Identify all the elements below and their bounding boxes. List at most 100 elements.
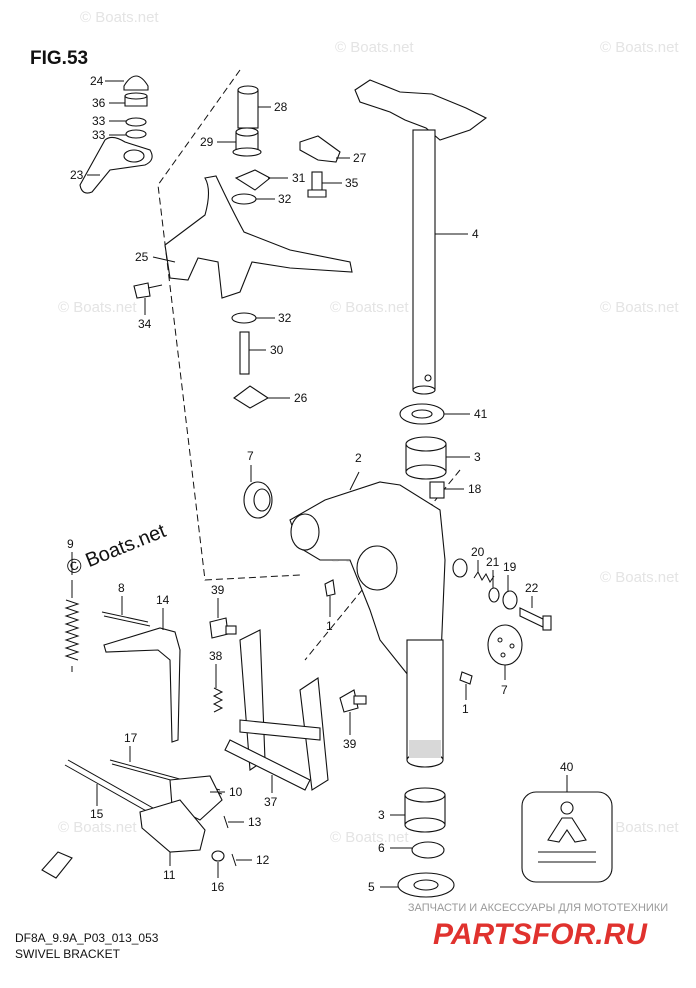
spring-38 bbox=[212, 687, 224, 713]
callout-21: 21 bbox=[486, 555, 500, 569]
callout-35: 35 bbox=[345, 176, 359, 190]
grommet-7b bbox=[487, 624, 523, 666]
bracket-37 bbox=[224, 629, 329, 791]
warning-label-40 bbox=[521, 791, 613, 883]
steering-shaft-4 bbox=[354, 79, 488, 395]
callout-18: 18 bbox=[468, 482, 482, 496]
callout-16: 16 bbox=[211, 880, 225, 894]
callout-4: 4 bbox=[472, 227, 479, 241]
bolt-39 bbox=[209, 617, 237, 639]
callout-22: 22 bbox=[525, 581, 539, 595]
nut-36 bbox=[124, 92, 148, 107]
bolt-35 bbox=[307, 171, 327, 198]
washer-16 bbox=[211, 850, 225, 862]
watermarks: © Boats.net © Boats.net © Boats.net © Bo… bbox=[58, 9, 679, 846]
watermark: © Boats.net bbox=[80, 9, 159, 26]
watermark: © Boats.net bbox=[335, 39, 414, 56]
callout-12: 12 bbox=[256, 853, 270, 867]
washer-21 bbox=[488, 587, 500, 603]
watermark: © Boats.net bbox=[58, 819, 137, 836]
bushing-28 bbox=[237, 85, 259, 129]
callout-29: 29 bbox=[200, 135, 214, 149]
figure-label: FIG.53 bbox=[30, 48, 88, 69]
callout-1b: 1 bbox=[462, 702, 469, 716]
bolt-1b bbox=[459, 671, 473, 685]
callout-34: 34 bbox=[138, 317, 152, 331]
callout-10: 10 bbox=[229, 785, 243, 799]
bolt-1 bbox=[324, 579, 336, 597]
pin-13 bbox=[223, 815, 229, 829]
watermark: © Boats.net bbox=[58, 299, 137, 316]
watermark: © Boats.net bbox=[600, 39, 679, 56]
nut-19 bbox=[502, 590, 518, 610]
callout-32b: 32 bbox=[278, 311, 292, 325]
callout-15: 15 bbox=[90, 807, 104, 821]
callout-19: 19 bbox=[503, 560, 517, 574]
callout-9: 9 bbox=[67, 537, 74, 551]
callout-3b: 3 bbox=[378, 808, 385, 822]
callout-37: 37 bbox=[264, 795, 278, 809]
swivel-bracket-2 bbox=[289, 481, 446, 768]
callout-39: 39 bbox=[211, 583, 225, 597]
washer-33 bbox=[125, 117, 147, 127]
callout-5: 5 bbox=[368, 880, 375, 894]
pin-8 bbox=[101, 611, 151, 627]
pin-12 bbox=[231, 853, 237, 867]
callout-27: 27 bbox=[353, 151, 367, 165]
callout-28: 28 bbox=[274, 100, 288, 114]
callout-39b: 39 bbox=[343, 737, 357, 751]
callout-24: 24 bbox=[90, 74, 104, 88]
spring-20 bbox=[473, 571, 495, 583]
callout-33b: 33 bbox=[92, 128, 106, 142]
watermark: © Boats.net bbox=[600, 819, 679, 836]
callout-20: 20 bbox=[471, 545, 485, 559]
callout-23: 23 bbox=[70, 168, 84, 182]
callout-26: 26 bbox=[294, 391, 308, 405]
lever-14 bbox=[103, 627, 181, 743]
diagram-title: SWIVEL BRACKET bbox=[15, 947, 121, 961]
pad-18 bbox=[429, 481, 445, 499]
callout-38: 38 bbox=[209, 649, 223, 663]
tilt-bracket-25 bbox=[164, 175, 353, 299]
bolt-39b bbox=[339, 689, 367, 713]
washer-5 bbox=[397, 872, 455, 898]
watermark: © Boats.net bbox=[330, 299, 409, 316]
callout-6: 6 bbox=[378, 841, 385, 855]
washer-33b bbox=[125, 129, 147, 139]
diagram-code: DF8A_9.9A_P03_013_053 bbox=[15, 931, 159, 945]
callout-1: 1 bbox=[326, 619, 333, 633]
brand-logo: PARTSFOR.RU bbox=[433, 918, 648, 951]
leader-lines bbox=[71, 80, 568, 888]
lever-23 bbox=[79, 136, 153, 194]
washer-6 bbox=[411, 841, 445, 859]
spring-9 bbox=[64, 580, 80, 672]
callout-2: 2 bbox=[355, 451, 362, 465]
callout-11: 11 bbox=[163, 868, 176, 882]
watermark: © Boats.net bbox=[600, 299, 679, 316]
callout-30: 30 bbox=[270, 343, 284, 357]
watermark: © Boats.net bbox=[330, 829, 409, 846]
callout-14: 14 bbox=[156, 593, 170, 607]
bushing-3 bbox=[405, 436, 447, 480]
bushing-29 bbox=[232, 127, 262, 157]
overlay-watermark: © Boats.net bbox=[64, 520, 170, 580]
brand-tagline: ЗАПЧАСТИ И АКСЕССУАРЫ ДЛЯ МОТОТЕХНИКИ bbox=[408, 902, 668, 914]
callout-41: 41 bbox=[474, 407, 488, 421]
watermark: © Boats.net bbox=[600, 569, 679, 586]
callouts: 24 36 33 33 23 28 29 27 31 35 32 4 25 34… bbox=[67, 74, 574, 894]
callout-7b: 7 bbox=[501, 683, 508, 697]
callout-13: 13 bbox=[248, 815, 262, 829]
callout-3: 3 bbox=[474, 450, 481, 464]
callout-17: 17 bbox=[124, 731, 138, 745]
forward-arrow-icon bbox=[41, 851, 73, 879]
callout-31: 31 bbox=[292, 171, 306, 185]
bushing-3b bbox=[404, 787, 446, 833]
bolt-34 bbox=[133, 282, 163, 299]
cap-20a bbox=[452, 558, 468, 578]
washer-41 bbox=[399, 403, 445, 425]
callout-36: 36 bbox=[92, 96, 106, 110]
callout-40: 40 bbox=[560, 760, 574, 774]
washer-32 bbox=[231, 193, 257, 205]
callout-33: 33 bbox=[92, 114, 106, 128]
